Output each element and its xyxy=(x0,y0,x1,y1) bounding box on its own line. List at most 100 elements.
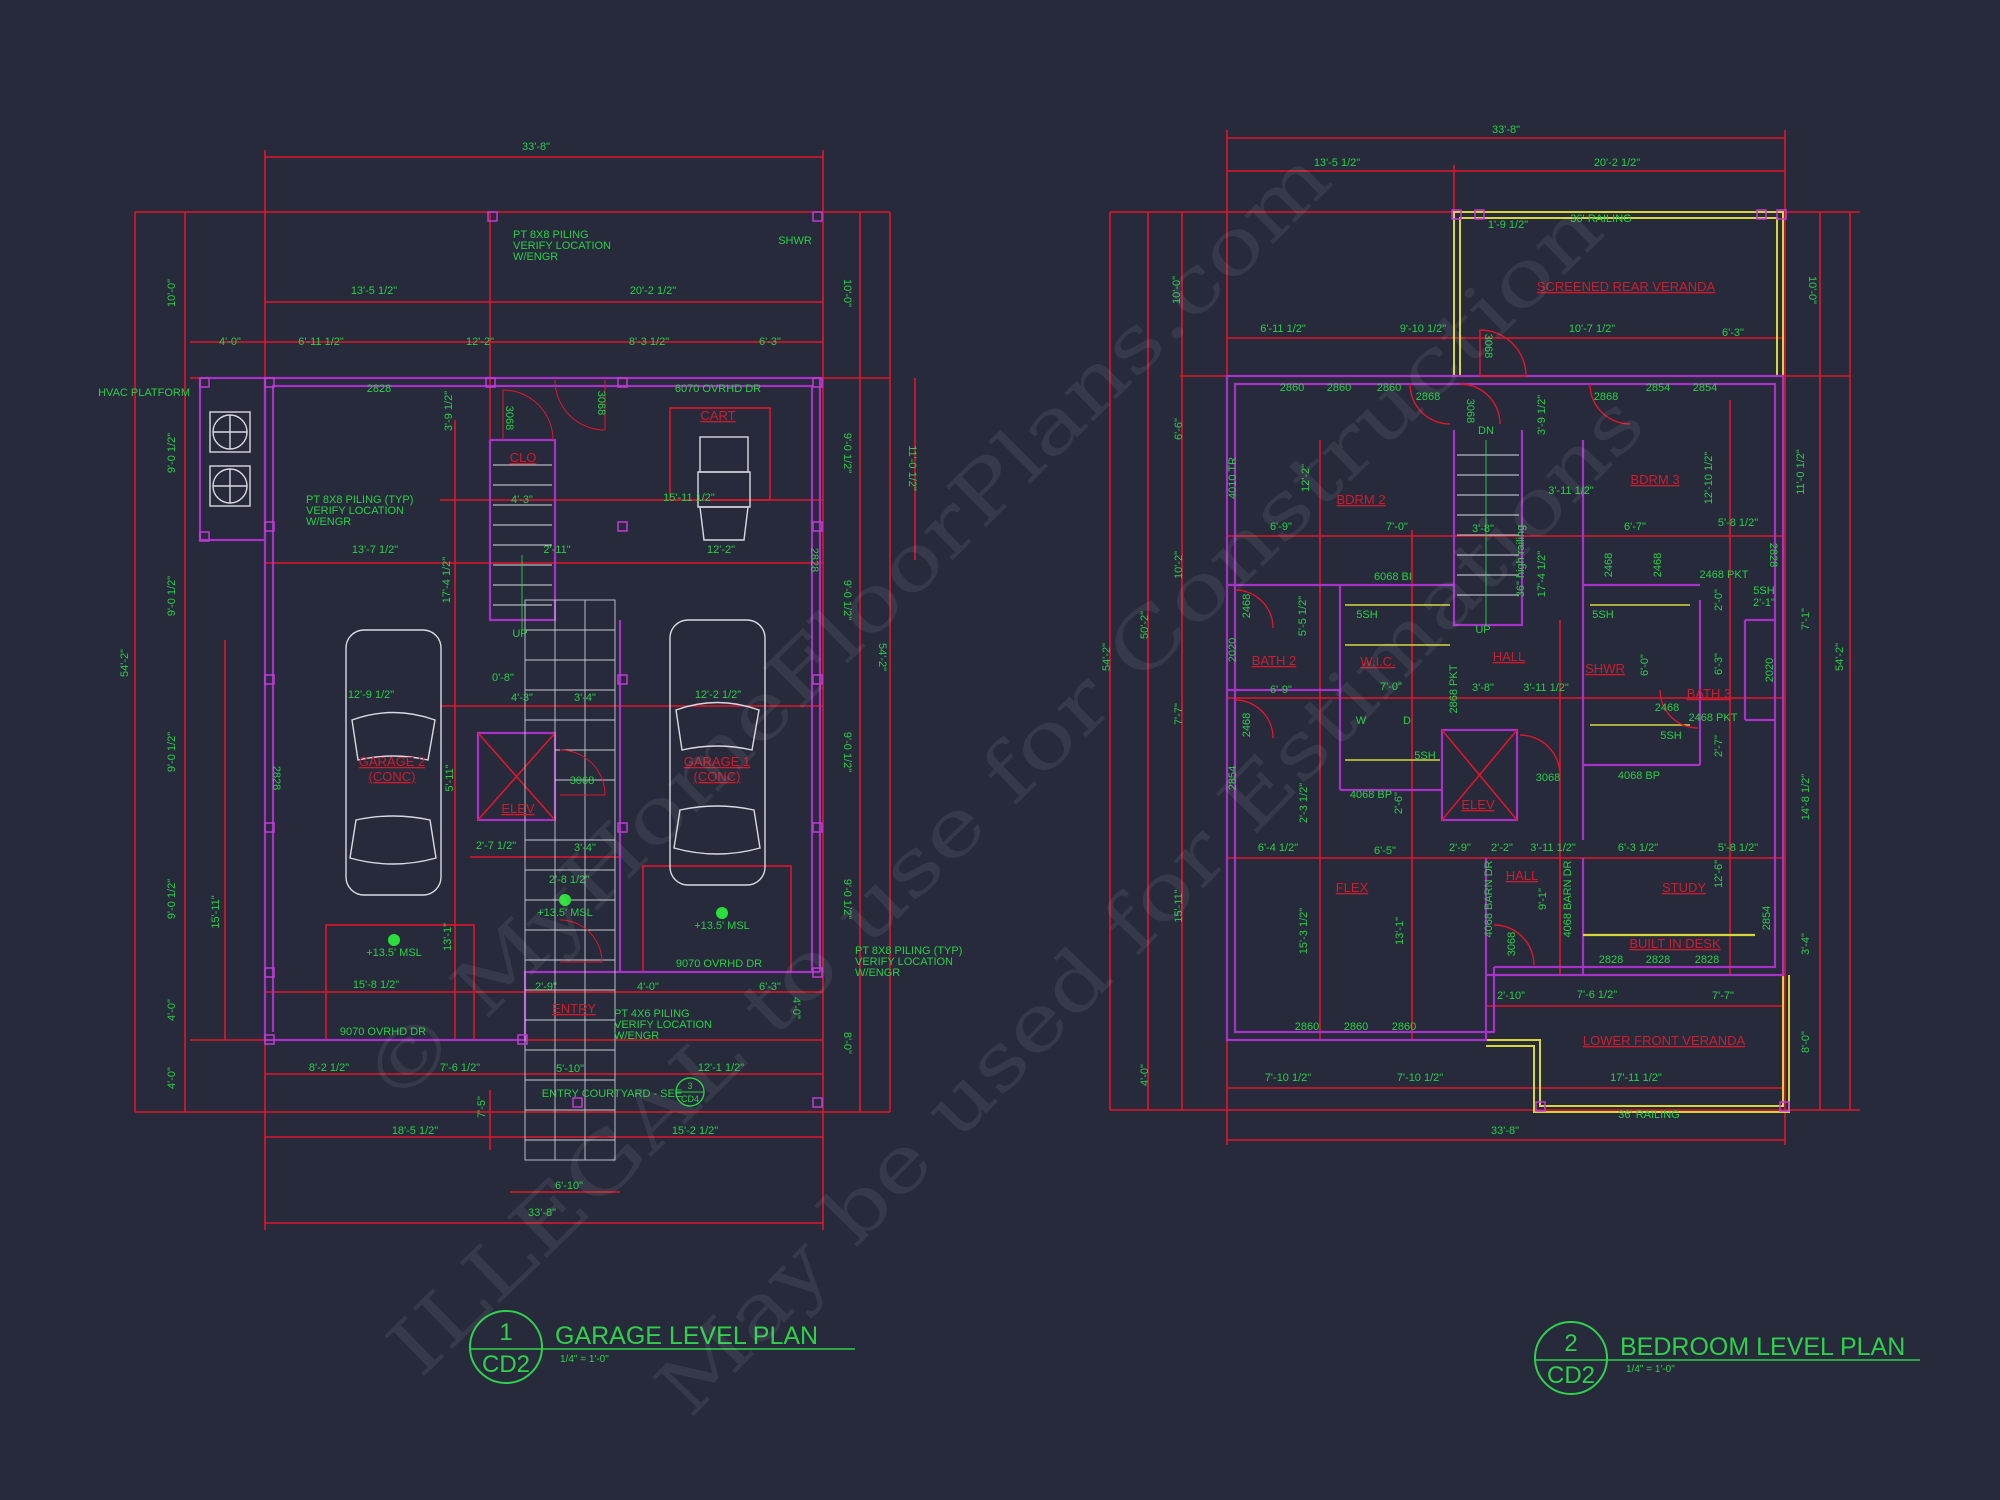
garage-plan-title-block: 1 CD2 GARAGE LEVEL PLAN 1/4" = 1'-0" xyxy=(469,1310,855,1384)
dimension-label: 17'-4 1/2" xyxy=(1536,551,1548,597)
dimension-label: 8'-3 1/2" xyxy=(629,336,669,348)
dimension-label: 4'-0" xyxy=(219,336,241,348)
dimension-label: 7'-5" xyxy=(476,1096,488,1118)
dimension-label: 6'-3" xyxy=(1722,327,1744,339)
bedroom-plan-labels: 33'-8"13'-5 1/2"20'-2 1/2"36' RAILING1'-… xyxy=(1101,124,1846,1137)
dimension-label: 2860 xyxy=(1295,1021,1319,1033)
dimension-label: 4068 BP xyxy=(1618,770,1660,782)
room-label: BDRM 3 xyxy=(1630,472,1679,487)
rear-veranda-railing xyxy=(1453,211,1784,376)
bedroom-elevator-symbol xyxy=(1441,729,1518,821)
dimension-label: 13'-1" xyxy=(1394,917,1406,945)
dimension-label: 2'-0" xyxy=(1713,589,1725,611)
dimension-label: 54'-2" xyxy=(1101,643,1113,671)
hvac-units xyxy=(209,411,251,507)
dimension-label: 2468 xyxy=(1655,702,1679,714)
dimension-label: 13'-1" xyxy=(442,923,454,951)
dimension-label: 12'-2" xyxy=(466,336,494,348)
dimension-label: 2'-8 1/2" xyxy=(549,874,589,886)
dimension-label: 5SH xyxy=(1414,750,1435,762)
dimension-label: 3'-4" xyxy=(574,692,596,704)
dimension-label: 4'-0" xyxy=(166,999,178,1021)
room-label: BDRM 2 xyxy=(1336,492,1385,507)
dimension-label: 2828 xyxy=(1695,954,1719,966)
dimension-label: 10'-0" xyxy=(1171,276,1183,304)
car-garage-2 xyxy=(345,629,442,896)
room-label: BATH 3 xyxy=(1687,686,1732,701)
dimension-label: 7'-6 1/2" xyxy=(1577,989,1617,1001)
note-label: 36" high railing xyxy=(1515,525,1527,597)
room-label: ELEV xyxy=(1461,797,1495,812)
dimension-label: 12'-2" xyxy=(1300,464,1312,492)
bedroom-door-swings xyxy=(1234,329,1699,966)
note-label: VERIFY LOCATION xyxy=(614,1019,712,1031)
note-label: UP xyxy=(1475,624,1490,636)
dimension-label: 12'-10 1/2" xyxy=(1703,452,1715,505)
note-label: PT 8X8 PILING (TYP) xyxy=(855,945,962,957)
dimension-label: 6'-6" xyxy=(1173,418,1185,440)
garage-dimension-lines xyxy=(134,150,916,1230)
dimension-label: 2828 xyxy=(270,766,282,790)
dimension-label: 20'-2 1/2" xyxy=(1594,157,1640,169)
note-label: PT 8X8 PILING (TYP) xyxy=(306,494,413,506)
dimension-label: 4'-0" xyxy=(790,997,802,1019)
note-label: VERIFY LOCATION xyxy=(855,956,953,968)
dimension-label: 6'-10" xyxy=(555,1180,583,1192)
dimension-label: 6068 BI xyxy=(1374,571,1412,583)
watermark-line-3: May be used for Estimations xyxy=(639,378,1662,1433)
dimension-label: 54'-2" xyxy=(876,643,888,671)
dimension-label: 2828 xyxy=(1767,543,1779,567)
dimension-label: 3'-11 1/2" xyxy=(1548,485,1594,497)
dimension-label: 5'-11" xyxy=(444,764,456,791)
room-label: SCREENED REAR VERANDA xyxy=(1537,279,1716,294)
dimension-label: 6'-9" xyxy=(1270,684,1292,696)
dimension-label: 17'-11 1/2" xyxy=(1610,1072,1662,1084)
bedroom-plan-title-block: 2 CD2 BEDROOM LEVEL PLAN 1/4" = 1'-0" xyxy=(1534,1321,1920,1395)
courtyard-ref-number: 3 xyxy=(687,1081,692,1091)
room-label: SHWR xyxy=(1585,661,1625,676)
dimension-label: 9'-0 1/2" xyxy=(841,433,853,473)
room-label: W.I.C. xyxy=(1360,654,1395,669)
note-label: UP xyxy=(512,628,527,640)
dimension-label: 33'-8" xyxy=(1492,124,1520,136)
dimension-label: 3068 xyxy=(595,391,607,415)
dimension-label: 2468 xyxy=(1603,553,1615,577)
dimension-label: 15'-11" xyxy=(1173,889,1185,922)
dimension-label: 2860 xyxy=(1344,1021,1368,1033)
dimension-label: 7'-10 1/2" xyxy=(1265,1072,1311,1084)
dimension-label: 6'-5" xyxy=(1374,845,1396,857)
dimension-label: 4068 BP xyxy=(1350,789,1392,801)
dimension-label: 3'-9 1/2" xyxy=(1536,395,1548,435)
dimension-label: 2020 xyxy=(1227,638,1239,662)
room-label: HALL xyxy=(1493,649,1526,664)
dimension-label: 3068 xyxy=(1506,932,1518,956)
dimension-label: 3068 xyxy=(1482,334,1494,358)
dimension-label: 6'-4 1/2" xyxy=(1258,842,1298,854)
dimension-label: 6'-0" xyxy=(1639,654,1651,676)
dimension-label: 9070 OVRHD DR xyxy=(340,1026,426,1038)
dimension-label: 7'-6 1/2" xyxy=(440,1062,480,1074)
dimension-label: 2868 PKT xyxy=(1448,664,1460,713)
dimension-label: 14'-8 1/2" xyxy=(1800,774,1812,820)
bedroom-walls xyxy=(1225,374,1785,1042)
dimension-label: 9070 OVRHD DR xyxy=(676,958,762,970)
bedroom-pilings xyxy=(1451,209,1790,1112)
dimension-label: 2468 xyxy=(1241,713,1253,737)
closet-shelving xyxy=(1345,604,1690,761)
dimension-label: 4068 BARN DR xyxy=(1483,860,1495,937)
dimension-label: D xyxy=(1403,715,1411,727)
dimension-label: 8'-0" xyxy=(841,1032,853,1054)
dimension-label: 6'-9" xyxy=(1270,521,1292,533)
watermark-line-2: ILLEGAL to use for Construction xyxy=(371,183,1620,1394)
room-label: BUILT IN DESK xyxy=(1629,936,1721,951)
dimension-label: 50'-2" xyxy=(1139,611,1151,639)
dimension-label: 6'-3" xyxy=(1713,653,1725,675)
dimension-label: 54'-2" xyxy=(1834,643,1846,671)
dimension-label: 3'-8" xyxy=(1472,523,1494,535)
dimension-label: 11'-0 1/2" xyxy=(906,445,918,491)
dimension-label: 2'-11" xyxy=(543,544,570,556)
bedroom-dimension-lines xyxy=(1109,130,1860,1145)
dimension-label: 6'-11 1/2" xyxy=(1260,323,1306,335)
front-veranda-railing xyxy=(1486,975,1790,1113)
dimension-label: 4'-0" xyxy=(166,1067,178,1089)
